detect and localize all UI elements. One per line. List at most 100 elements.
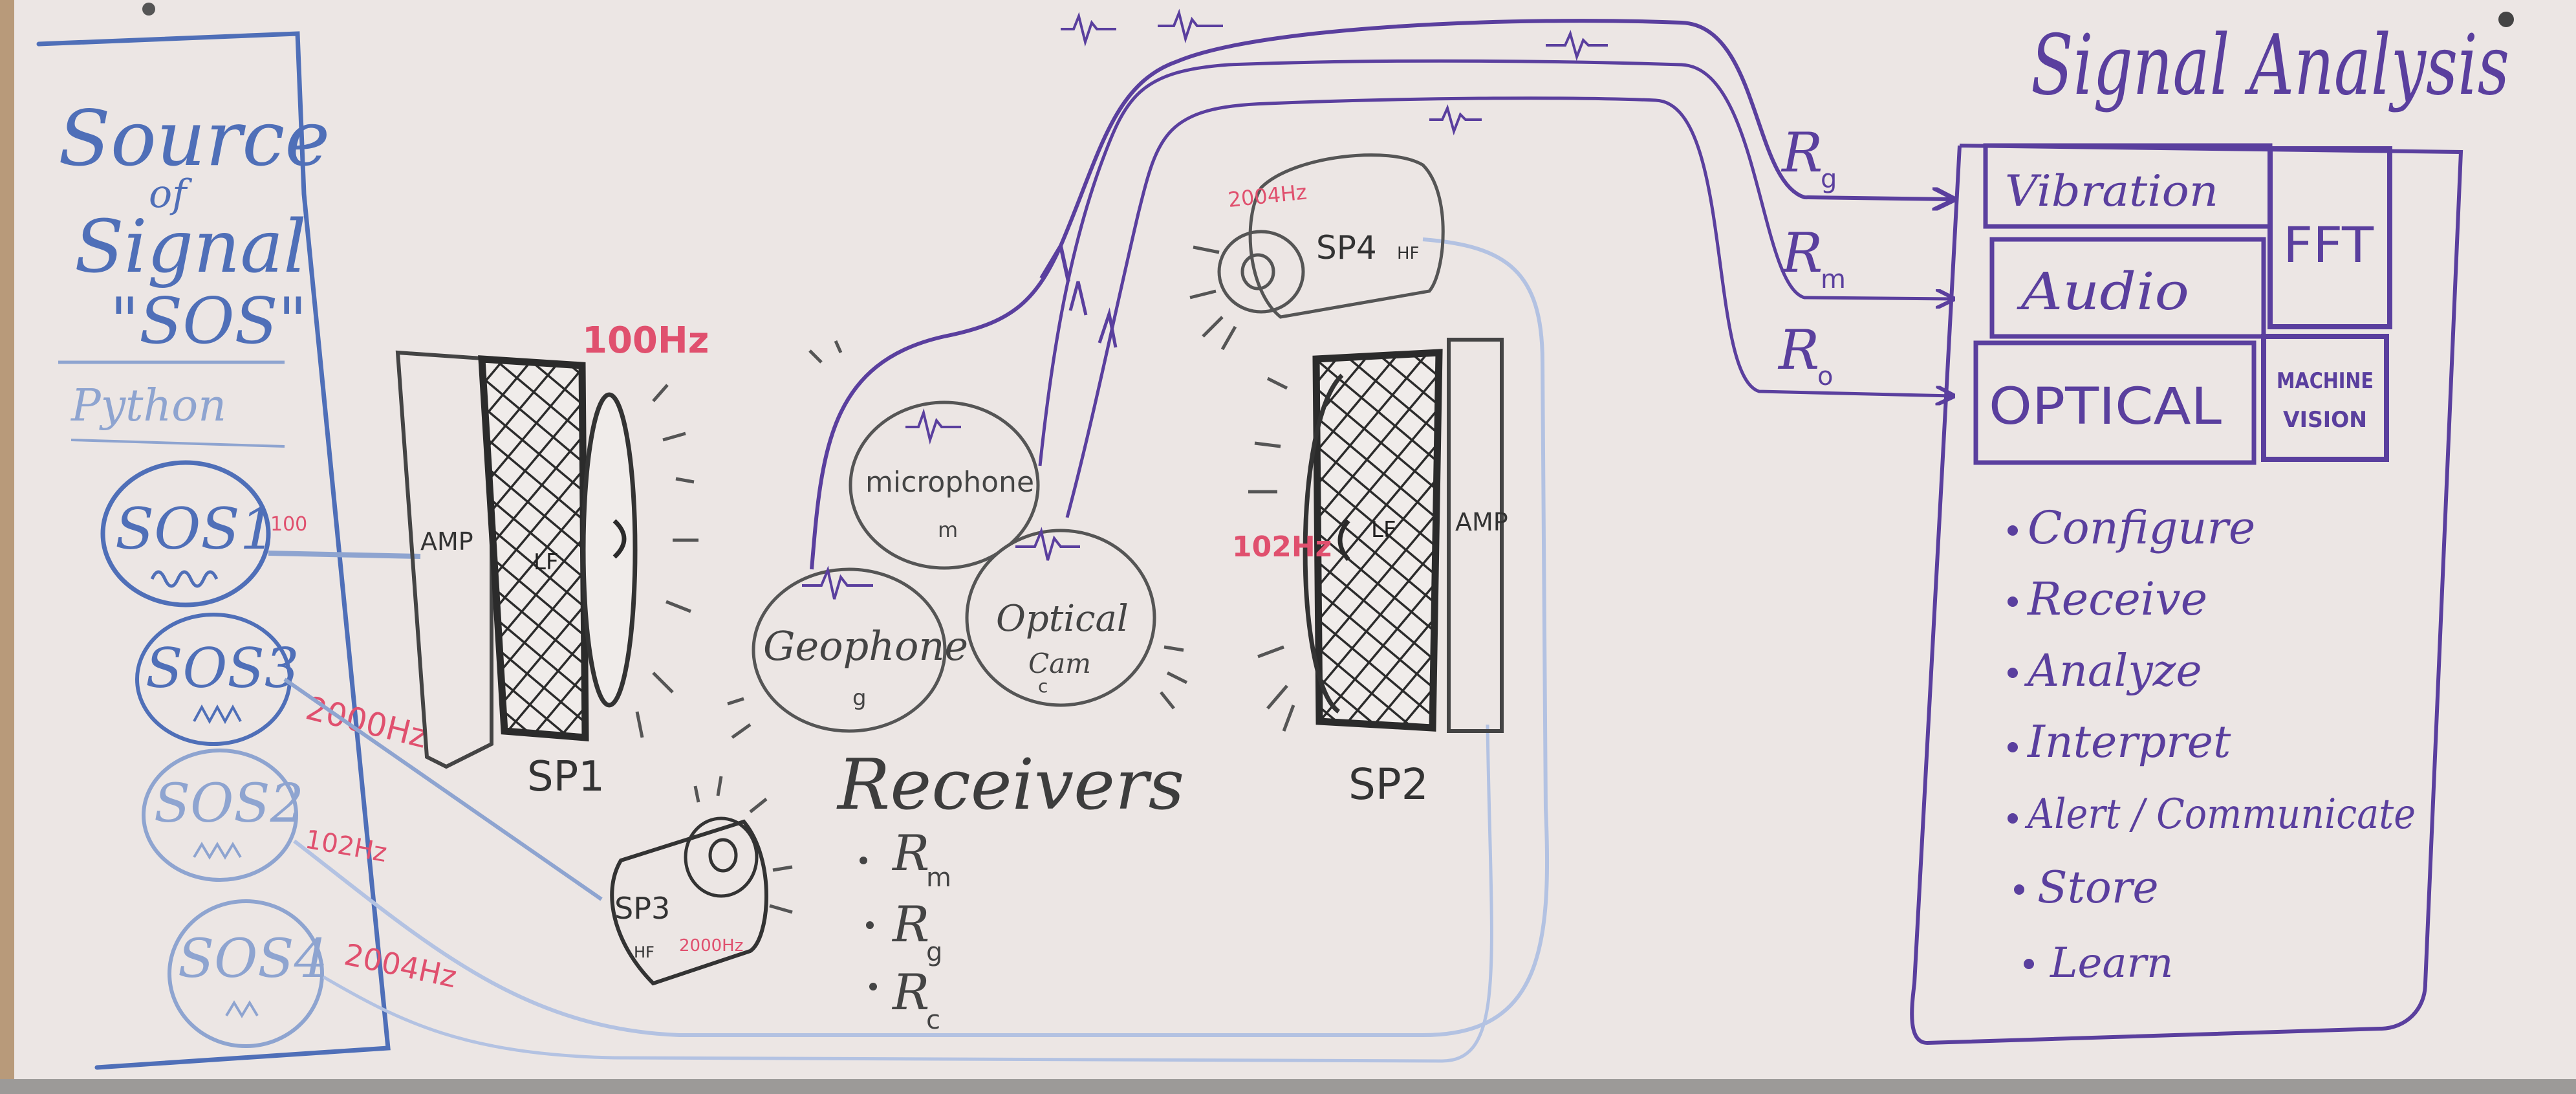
sp3-driver-label: HF (634, 943, 655, 961)
optical-cam-label-2: Cam (1028, 648, 1091, 679)
link-wave-icon-1 (1061, 12, 1116, 47)
sp4-driver-label: HF (1397, 244, 1420, 263)
step-bullet (2014, 884, 2024, 895)
sos2-wave-icon (193, 842, 242, 860)
step-bullet (2008, 813, 2018, 824)
analysis-machine-vision-box (2261, 334, 2389, 462)
wire-sos2-sp4 (293, 237, 1550, 1037)
sp4-driver (1217, 230, 1305, 314)
sp3-driver (684, 816, 759, 898)
speaker-sp1: AMP LF SP1 100Hz (395, 320, 709, 801)
receivers-rc-main: R (891, 963, 929, 1021)
sos3-wave-icon (193, 704, 242, 725)
source-panel-border (36, 31, 391, 1070)
link-rm-main: R (1780, 221, 1823, 285)
sp1-cone (581, 392, 638, 708)
sp2-driver-label: LF (1371, 517, 1396, 543)
link-rg-main: R (1780, 121, 1823, 184)
board-frame-bottom (0, 1079, 2576, 1094)
optical-cam-sub: c (1038, 675, 1048, 697)
source-title-line2: of (149, 171, 193, 217)
board-screw (2498, 12, 2514, 27)
sp1-cabinet (478, 355, 589, 741)
analysis-audio-label: Audio (2016, 261, 2189, 322)
sp2-amp-label: AMP (1455, 508, 1508, 536)
analysis-fft-label: FFT (2283, 216, 2374, 274)
sp2-label: SP2 (1348, 760, 1429, 809)
link-wave-icon-2 (1158, 8, 1223, 44)
receivers-rg-main: R (891, 895, 929, 953)
step-receive: Receive (2026, 573, 2207, 626)
analysis-panel: Signal Analysis Vibration Audio OPTICAL … (1910, 17, 2509, 1045)
geophone-node (752, 567, 947, 733)
receivers-rm-main: R (891, 824, 929, 882)
step-bullet (2008, 525, 2018, 536)
sp1-dome (612, 519, 627, 559)
speaker-sp3: SP3 HF 2000Hz (610, 776, 793, 986)
receivers-rc-sub: c (926, 1005, 940, 1035)
sp3-sound-lines-icon (693, 776, 793, 914)
sp2-dome (1337, 519, 1350, 562)
sos4-node (168, 899, 324, 1048)
step-configure: Configure (2028, 501, 2255, 554)
optical-cam-node (965, 529, 1156, 707)
source-underline-2 (70, 439, 285, 448)
sp3-body (610, 819, 768, 986)
speaker-sp4: SP4 HF 2004Hz (1189, 153, 1445, 351)
board-frame-left (0, 0, 14, 1094)
link-rm-sub: m (1821, 265, 1846, 294)
receivers-bullet (866, 921, 874, 929)
sp2-cabinet (1312, 349, 1443, 732)
geophone-sub: g (852, 685, 867, 711)
wire-sos1-sp1 (268, 551, 421, 559)
sp1-amp-box (395, 350, 493, 769)
analysis-steps: Configure Receive Analyze Interpret Aler… (2008, 501, 2416, 987)
geophone-wave-icon (802, 565, 873, 600)
analysis-panel-border (1910, 144, 2463, 1045)
receivers-title: Receivers (836, 745, 1184, 826)
wire-sos3-sp3 (283, 677, 603, 901)
sp2-amp-box (1447, 338, 1504, 733)
sp1-amp-label: AMP (420, 527, 473, 556)
step-store: Store (2037, 862, 2159, 913)
step-analyze: Analyze (2024, 646, 2202, 697)
step-bullet (2008, 596, 2018, 607)
link-rg (810, 19, 1953, 570)
link-rm-arrow (1068, 281, 1088, 316)
geophone-label: Geophone (763, 622, 968, 670)
sos1-node (100, 460, 271, 607)
sos3-label: SOS3 (146, 637, 299, 700)
analysis-audio-box (1989, 237, 2266, 339)
receivers-rg-sub: g (926, 937, 942, 967)
step-bullet (2008, 668, 2018, 678)
step-interpret: Interpret (2026, 717, 2231, 768)
source-title-line4: "SOS" (110, 285, 307, 358)
receiver-links: R g R m R o (810, 8, 1953, 570)
sos1-freq: 100 (270, 513, 307, 536)
link-ro-main: R (1777, 318, 1819, 382)
optical-cam-label: Optical (996, 598, 1129, 640)
link-ro-sub: o (1817, 362, 1833, 391)
sp1-label: SP1 (527, 753, 605, 801)
step-bullet (2008, 742, 2018, 752)
receivers-vibration-lines-icon (727, 340, 1188, 739)
analysis-vibration-label: Vibration (2005, 166, 2218, 216)
receivers-bullet (860, 857, 867, 864)
sos1-wave-icon (150, 570, 219, 588)
board-screw (142, 3, 155, 16)
microphone-node (849, 400, 1040, 570)
analysis-optical-label: OPTICAL (1989, 378, 2222, 436)
link-rm (1038, 59, 1953, 466)
step-bullet (2024, 959, 2034, 969)
sos3-node (135, 613, 292, 746)
microphone-sub: m (938, 518, 958, 542)
sp2-sound-lines-icon (1248, 377, 1295, 732)
source-subtitle: Python (70, 380, 226, 432)
sp2-cone (1303, 373, 1344, 714)
microphone-wave-icon (905, 408, 961, 445)
analysis-optical-box (1973, 340, 2257, 465)
sp4-dome (1240, 253, 1275, 290)
wire-sos4-sp2 (322, 724, 1493, 1063)
link-wave-icon-4 (1429, 104, 1482, 136)
